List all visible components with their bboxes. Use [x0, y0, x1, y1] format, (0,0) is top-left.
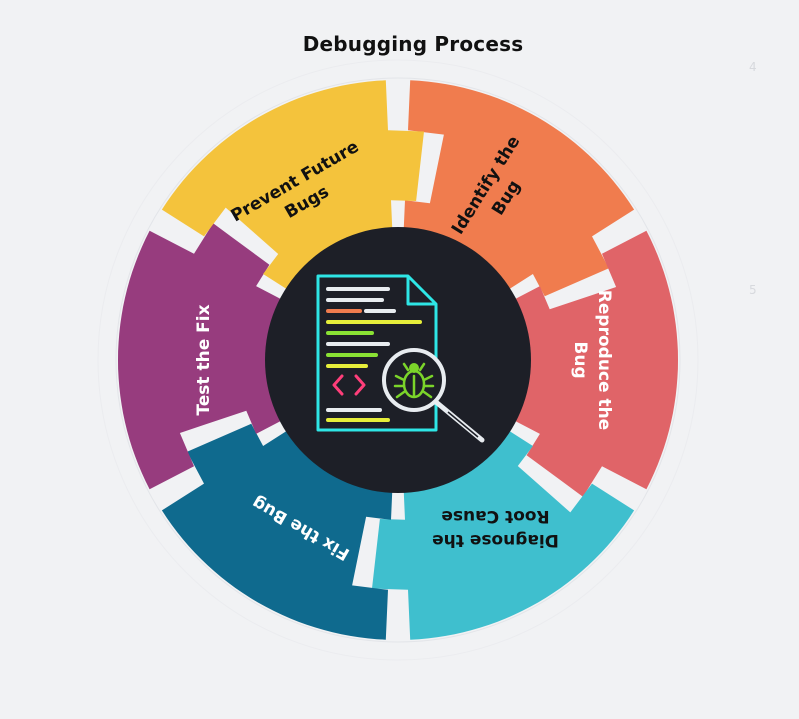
- segment-reproduce-the-bug[interactable]: [495, 230, 678, 497]
- page-title: Debugging Process: [302, 32, 524, 56]
- label-test-the-fix: Test the Fix: [194, 304, 214, 415]
- document-bug-magnifier-icon: [316, 274, 485, 443]
- background-arcs: [97, 59, 699, 661]
- side-number-4: 4: [749, 60, 757, 74]
- label-reproduce-the-bug: Reproduce theBug: [570, 290, 614, 430]
- side-number-5: 5: [749, 283, 757, 297]
- segment-test-the-fix[interactable]: [118, 223, 301, 490]
- label-diagnose-root-cause: Diagnose theRoot Cause: [432, 506, 559, 550]
